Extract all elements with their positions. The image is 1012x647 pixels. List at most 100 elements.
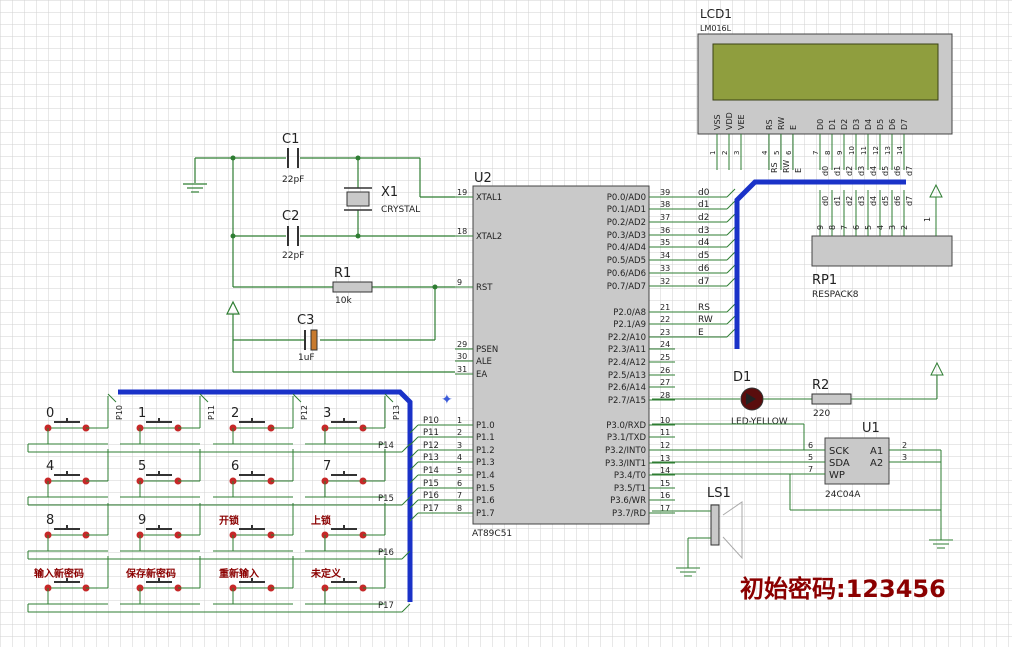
lcd-data-net-label: d6 (893, 166, 902, 176)
u1-part: 24C04A (825, 490, 861, 500)
lcd-pin-number: 7 (812, 151, 820, 155)
rp1-net-label: d2 (845, 196, 854, 206)
ls1-ref: LS1 (707, 486, 731, 501)
rp1-pin-number: 4 (876, 225, 885, 230)
u2-pin-name: P1.4 (476, 471, 495, 481)
u2-pin-name: P3.3/INT1 (605, 459, 646, 469)
lcd-pin-number: 13 (884, 146, 892, 155)
u2-pin-name: P0.2/AD2 (607, 218, 646, 228)
u2-pin-number: 3 (457, 441, 462, 450)
u2-pin-number: 24 (660, 340, 670, 349)
data-net-label: d4 (698, 238, 710, 248)
u2-pin-name: XTAL1 (476, 193, 502, 203)
lcd-data-net-label: d0 (821, 166, 830, 176)
data-net-label: d7 (698, 277, 709, 287)
u1-pin-name: SDA (829, 458, 850, 469)
u2-pin-name: P1.3 (476, 458, 495, 468)
u2-pin-name: PSEN (476, 345, 498, 355)
lcd-pin-name: VSS (713, 114, 722, 130)
junction-dots (230, 155, 438, 290)
keypad-key-label: 8 (46, 513, 54, 528)
keypad-key-label: 5 (138, 459, 146, 474)
u2-pin-name: P2.0/A8 (613, 308, 646, 318)
u2-pin-number: 31 (457, 365, 467, 374)
r1-value: 10k (335, 296, 352, 306)
lcd-pin-number: 12 (872, 146, 880, 155)
u2-pin-number: 1 (457, 416, 462, 425)
lcd-pin-number: 11 (860, 146, 868, 155)
p1-net-label: P12 (423, 441, 439, 451)
keypad-col-label: P12 (300, 405, 309, 420)
keypad-key-label: 4 (46, 459, 54, 474)
lcd-ref: LCD1 (700, 7, 732, 21)
u2-pin-name: P3.2/INT0 (605, 446, 646, 456)
u2-pin-number: 36 (660, 226, 670, 235)
lcd-pin-name: D4 (864, 119, 873, 130)
lcd-data-net-label: d5 (881, 166, 890, 176)
rp1-net-label: d3 (857, 196, 866, 206)
rp1-value: RESPACK8 (812, 290, 859, 300)
u2-pin-name: P2.5/A13 (608, 371, 646, 381)
u1-pin-name: SCK (829, 446, 849, 457)
resistor-r1: R1 10k (332, 266, 373, 306)
u2-pin-number: 10 (660, 416, 670, 425)
u2-part: AT89C51 (472, 529, 512, 539)
mcu-u2: U2 AT89C51 19XTAL118XTAL29RST29PSEN30ALE… (455, 171, 675, 539)
r2-ref: R2 (812, 378, 829, 393)
keypad-key-label: 未定义 (310, 567, 342, 580)
u2-pin-name: ALE (476, 357, 492, 367)
data-net-label: d2 (698, 213, 709, 223)
p1-net-label: P17 (423, 504, 439, 514)
lcd-pin-name: D3 (852, 119, 861, 130)
r2-value: 220 (813, 409, 830, 419)
u2-pin-name: P1.5 (476, 484, 495, 494)
u2-pin-name: P0.1/AD1 (607, 205, 646, 215)
u2-pin-number: 5 (457, 466, 462, 475)
keypad-key-label: 开锁 (219, 514, 239, 527)
u2-pin-number: 30 (457, 352, 467, 361)
c2-ref: C2 (282, 209, 299, 224)
u2-pin-number: 7 (457, 491, 462, 500)
keypad-key-label: 上锁 (311, 514, 331, 527)
c1-value: 22pF (282, 175, 304, 185)
lcd-pin-number: 14 (896, 146, 904, 155)
lcd-pin-name: D7 (900, 119, 909, 130)
lcd-pin-name: VDD (725, 112, 734, 130)
rp1-net-label: d7 (905, 196, 914, 206)
lcd-pin-number: 2 (721, 151, 729, 155)
x1-ref: X1 (381, 185, 398, 200)
u2-pin-name: P3.7/RD (612, 509, 646, 519)
u1-pin-number: 3 (902, 453, 907, 462)
u2-pin-name: P0.6/AD6 (607, 269, 646, 279)
rp1-net-label: d1 (833, 196, 842, 206)
u1-pin-number: 7 (808, 465, 813, 474)
rp1-pin-number: 9 (816, 225, 825, 230)
data-net-label: d3 (698, 226, 709, 236)
capacitor-c1: C1 22pF (282, 132, 304, 185)
u1-pin-name: A2 (870, 458, 883, 469)
u2-pin-name: RST (476, 283, 493, 293)
lcd-data-net-label: d7 (905, 166, 914, 176)
u2-pin-name: P3.5/T1 (614, 484, 646, 494)
u2-pin-name: P2.7/A15 (608, 396, 646, 406)
data-net-label: d5 (698, 251, 709, 261)
keypad-key-label: 6 (231, 459, 239, 474)
initial-password-note: 初始密码:123456 (740, 575, 946, 603)
lcd-pin-number: 10 (848, 146, 856, 155)
rp1-pin-number: 2 (900, 225, 909, 230)
lcd-pin-name: VEE (737, 114, 746, 130)
u2-pin-name: P3.4/T0 (614, 471, 646, 481)
ctrl-net-label: RS (698, 303, 710, 313)
u2-pin-number: 22 (660, 315, 670, 324)
u1-pin-name: A1 (870, 446, 883, 457)
u2-pin-number: 6 (457, 479, 462, 488)
c1-ref: C1 (282, 132, 299, 147)
u2-pin-number: 26 (660, 366, 670, 375)
u2-pin-name: P2.4/A12 (608, 358, 646, 368)
lcd-ctrl-net-label: RW (782, 160, 791, 173)
keypad-key-label: 1 (138, 406, 146, 421)
u2-pin-name: EA (476, 370, 487, 380)
